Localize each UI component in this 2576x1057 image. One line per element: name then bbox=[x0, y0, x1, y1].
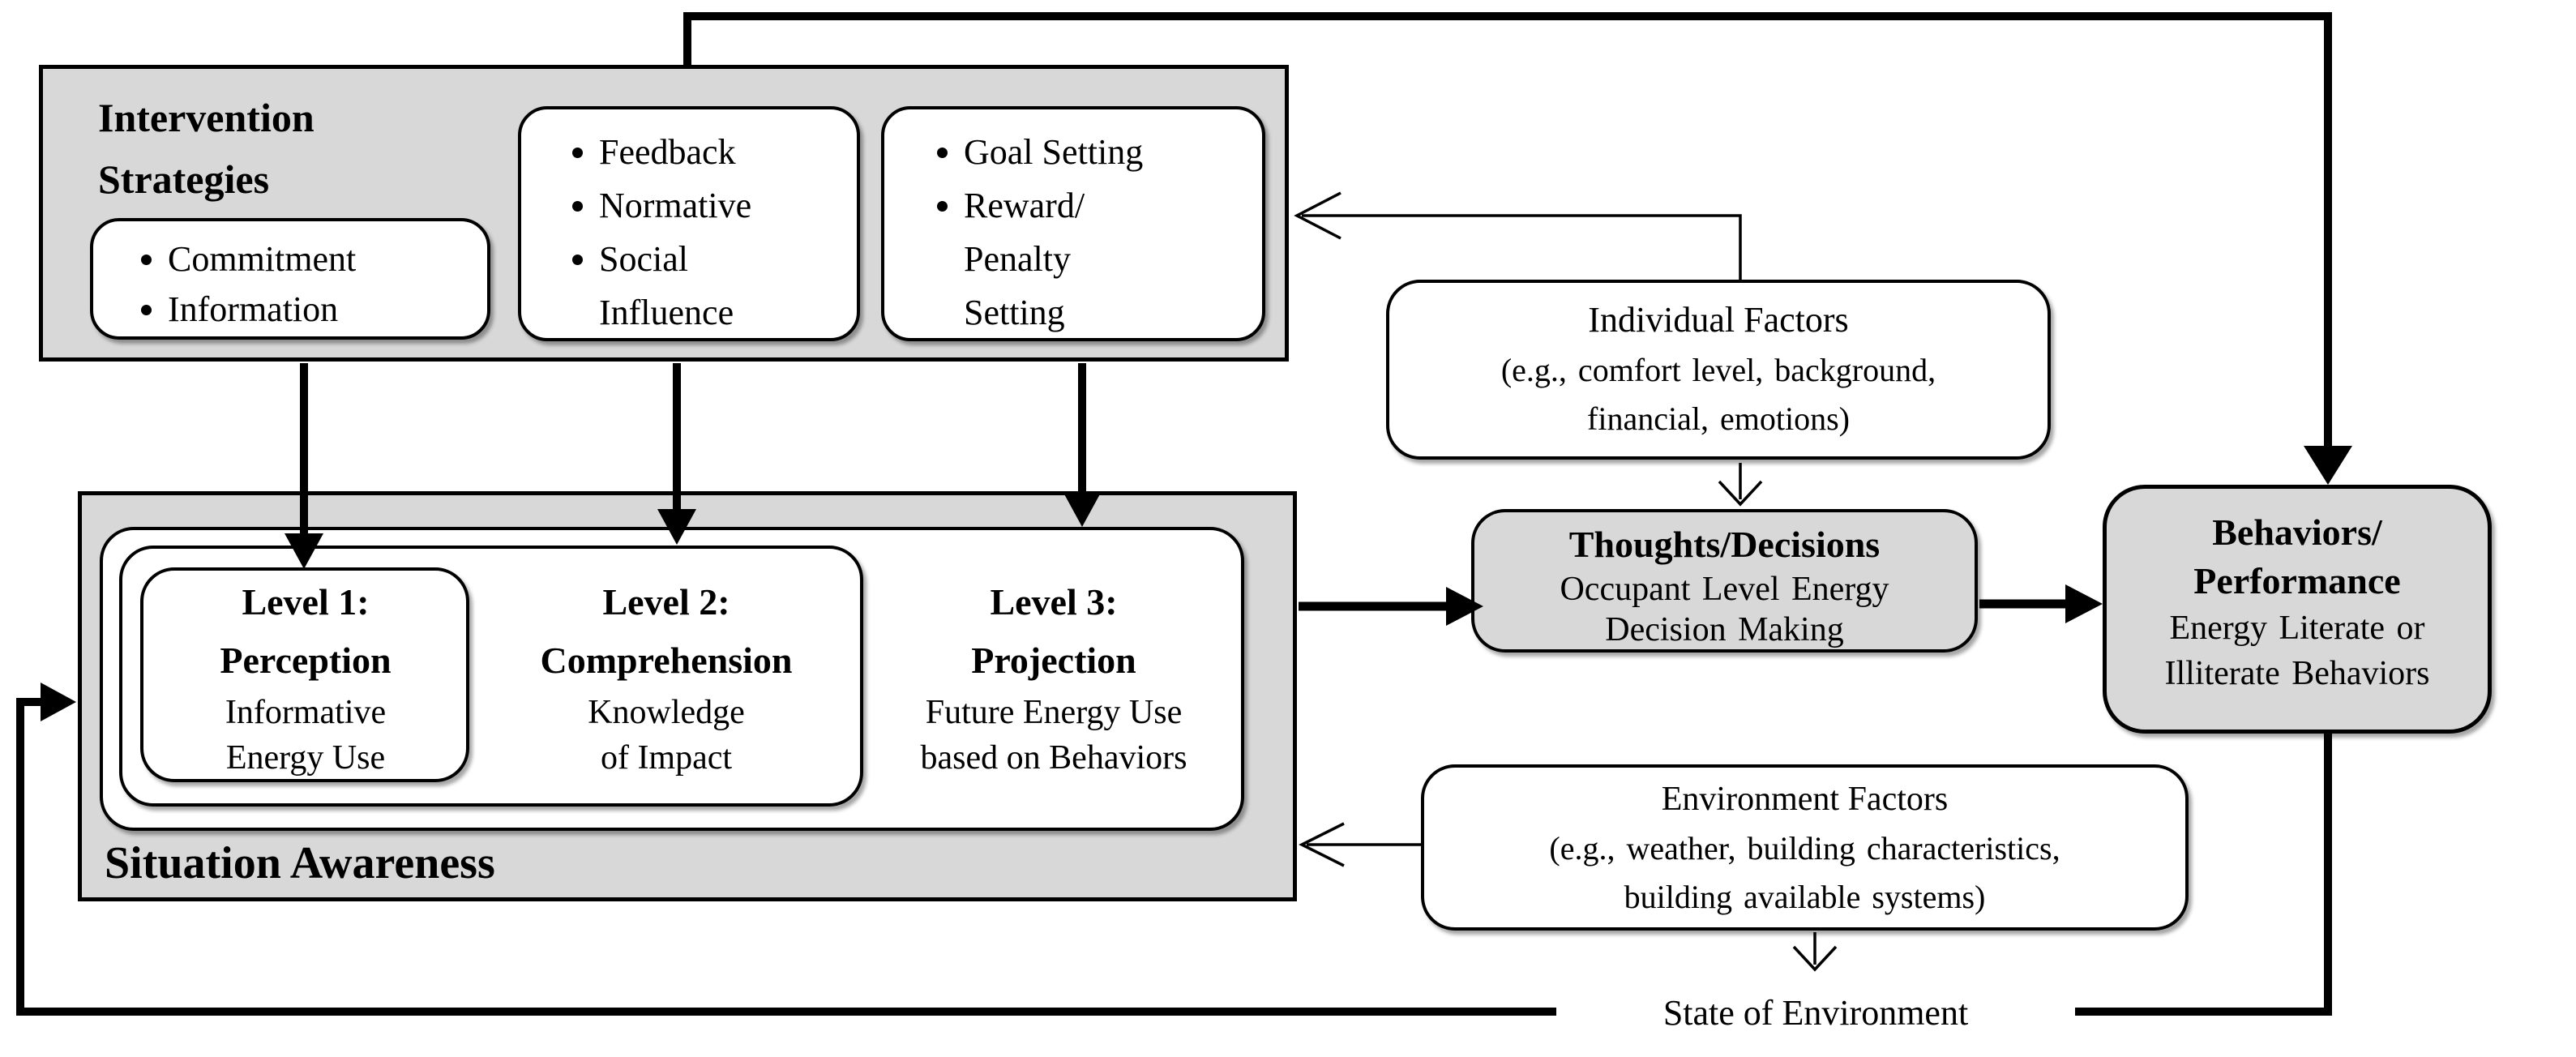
level3-desc-line2: based on Behaviors bbox=[920, 739, 1187, 777]
environment-factors-detail-line1: (e.g., weather, building characteristics… bbox=[1549, 830, 2060, 867]
arrowhead-into-behaviors-top bbox=[2304, 446, 2352, 485]
behaviors-title-line1: Behaviors/ bbox=[2212, 511, 2382, 553]
bullet-feedback: Feedback bbox=[599, 126, 821, 179]
behaviors-desc-line2: Illiterate Behaviors bbox=[2164, 655, 2430, 692]
goal-reward-group: Goal Setting Reward/ Penalty Setting bbox=[881, 106, 1265, 341]
open-arrowhead-into-intervention bbox=[1294, 191, 1341, 240]
individual-factors-detail-line2: financial, emotions) bbox=[1587, 400, 1850, 437]
bullet-reward-penalty-setting: Reward/ Penalty Setting bbox=[964, 179, 1150, 340]
level3-name: Projection bbox=[971, 640, 1136, 681]
arrow-environment-factors-to-state bbox=[1792, 932, 1838, 972]
environment-factors-box: Environment Factors (e.g., weather, buil… bbox=[1421, 764, 2189, 931]
level1-desc-line2: Energy Use bbox=[225, 739, 386, 777]
intervention-title-line2: Strategies bbox=[98, 156, 270, 202]
bullet-normative: Normative bbox=[599, 179, 821, 233]
individual-factors-title: Individual Factors bbox=[1588, 300, 1849, 340]
level2-desc-line1: Knowledge bbox=[588, 694, 745, 731]
behaviors-performance-box: Behaviors/ Performance Energy Literate o… bbox=[2103, 485, 2492, 734]
intervention-strategies-title: Intervention Strategies bbox=[98, 87, 315, 210]
commitment-information-group: Commitment Information bbox=[90, 218, 490, 340]
level2-name: Comprehension bbox=[540, 640, 793, 681]
level1-text-block: Level 1: Perception Informative Energy U… bbox=[142, 573, 469, 781]
arrow-individual-factors-to-intervention bbox=[1294, 191, 1742, 280]
thoughts-decisions-desc-line1: Occupant Level Energy bbox=[1560, 571, 1889, 608]
open-arrowhead-into-state bbox=[1792, 945, 1838, 972]
situation-awareness-label: Situation Awareness bbox=[105, 838, 495, 888]
level3-text-block: Level 3: Projection Future Energy Use ba… bbox=[863, 573, 1244, 781]
open-arrowhead-into-thoughts-top bbox=[1718, 480, 1763, 507]
bullet-social-influence: Social Influence bbox=[599, 233, 821, 340]
level2-title: Level 2: bbox=[602, 581, 730, 623]
thoughts-decisions-box: Thoughts/Decisions Occupant Level Energy… bbox=[1471, 509, 1978, 653]
bullet-commitment: Commitment bbox=[168, 234, 474, 285]
level3-desc-line1: Future Energy Use bbox=[925, 694, 1183, 731]
behaviors-title-line2: Performance bbox=[2193, 560, 2401, 601]
intervention-strategies-box: Intervention Strategies Commitment Infor… bbox=[39, 65, 1289, 362]
level2-text-block: Level 2: Comprehension Knowledge of Impa… bbox=[469, 573, 863, 781]
individual-factors-box: Individual Factors (e.g., comfort level,… bbox=[1386, 280, 2051, 460]
bullet-information: Information bbox=[168, 285, 474, 335]
behaviors-desc-line1: Energy Literate or bbox=[2169, 610, 2425, 647]
thoughts-decisions-title: Thoughts/Decisions bbox=[1568, 524, 1881, 565]
intervention-title-line1: Intervention bbox=[98, 95, 315, 140]
arrowhead-into-behaviors-left bbox=[2065, 584, 2103, 623]
arrow-individual-factors-to-thoughts bbox=[1718, 463, 1763, 507]
level2-desc-line2: of Impact bbox=[600, 739, 733, 777]
arrowhead-into-sa-left bbox=[41, 683, 76, 721]
bullet-goal-setting: Goal Setting bbox=[964, 126, 1150, 179]
level1-title: Level 1: bbox=[242, 581, 370, 623]
thoughts-decisions-desc-line2: Decision Making bbox=[1605, 611, 1844, 648]
situation-awareness-box: Level 1: Perception Informative Energy U… bbox=[78, 491, 1297, 901]
level1-desc-line1: Informative bbox=[225, 694, 387, 731]
level1-name: Perception bbox=[220, 640, 392, 681]
state-of-environment-label: State of Environment bbox=[1662, 993, 1969, 1033]
arrow-environment-factors-to-sa bbox=[1299, 822, 1421, 867]
environment-factors-title: Environment Factors bbox=[1661, 781, 1949, 818]
environment-factors-detail-line2: building available systems) bbox=[1624, 879, 1986, 915]
feedback-normative-social-group: Feedback Normative Social Influence bbox=[518, 106, 860, 341]
level3-title: Level 3: bbox=[990, 581, 1118, 623]
open-arrowhead-into-sa-right bbox=[1299, 822, 1345, 867]
individual-factors-detail-line1: (e.g., comfort level, background, bbox=[1500, 352, 1936, 388]
